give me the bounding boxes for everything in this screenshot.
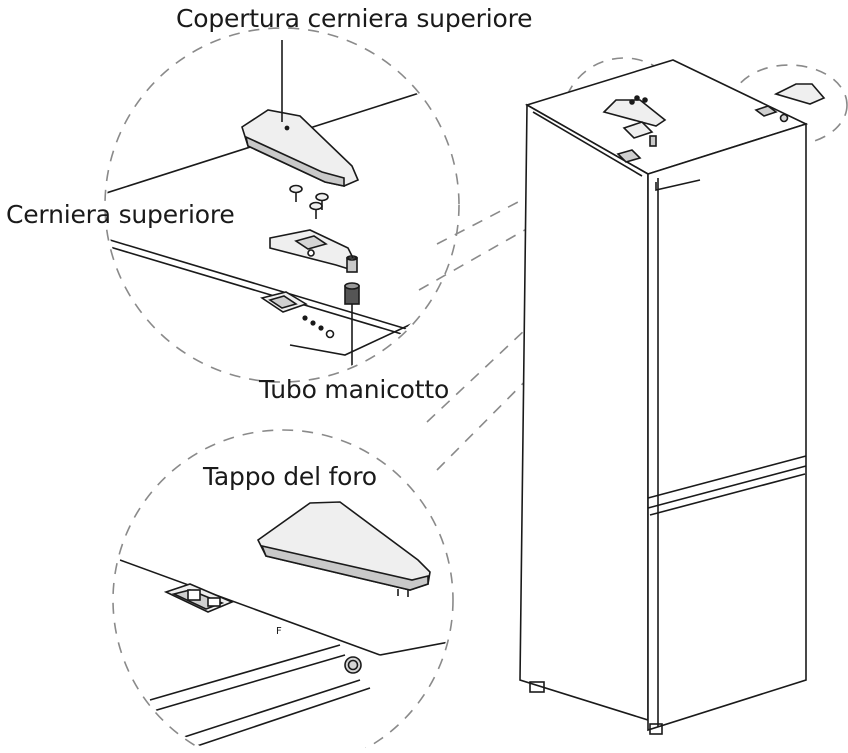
bottom-detail-contents: F <box>119 501 451 751</box>
refrigerator <box>519 59 826 735</box>
detail-circle-top-hinge <box>104 27 460 383</box>
hinge-plate-part <box>269 229 358 273</box>
hinge-cover-part <box>241 109 360 187</box>
hole-cap-part <box>256 501 431 597</box>
screws <box>289 184 329 219</box>
detail-circle-fridge-right <box>730 64 848 146</box>
fridge-top-hole-cap <box>754 83 826 123</box>
fridge-top-hinge-cover <box>602 95 667 163</box>
hinge-recess <box>260 291 335 339</box>
label-hole-cap: Tappo del foro <box>203 462 377 491</box>
sleeve-tube-part <box>344 282 360 372</box>
hole-recess: F <box>163 583 362 674</box>
svg-text:F: F <box>276 626 282 637</box>
label-sleeve-tube: Tubo manicotto <box>259 375 450 404</box>
top-detail-contents <box>107 40 457 372</box>
label-top-hinge-cover: Copertura cerniera superiore <box>176 4 533 33</box>
detail-circle-hole-cap <box>112 429 454 753</box>
label-top-hinge: Cerniera superiore <box>6 200 235 229</box>
